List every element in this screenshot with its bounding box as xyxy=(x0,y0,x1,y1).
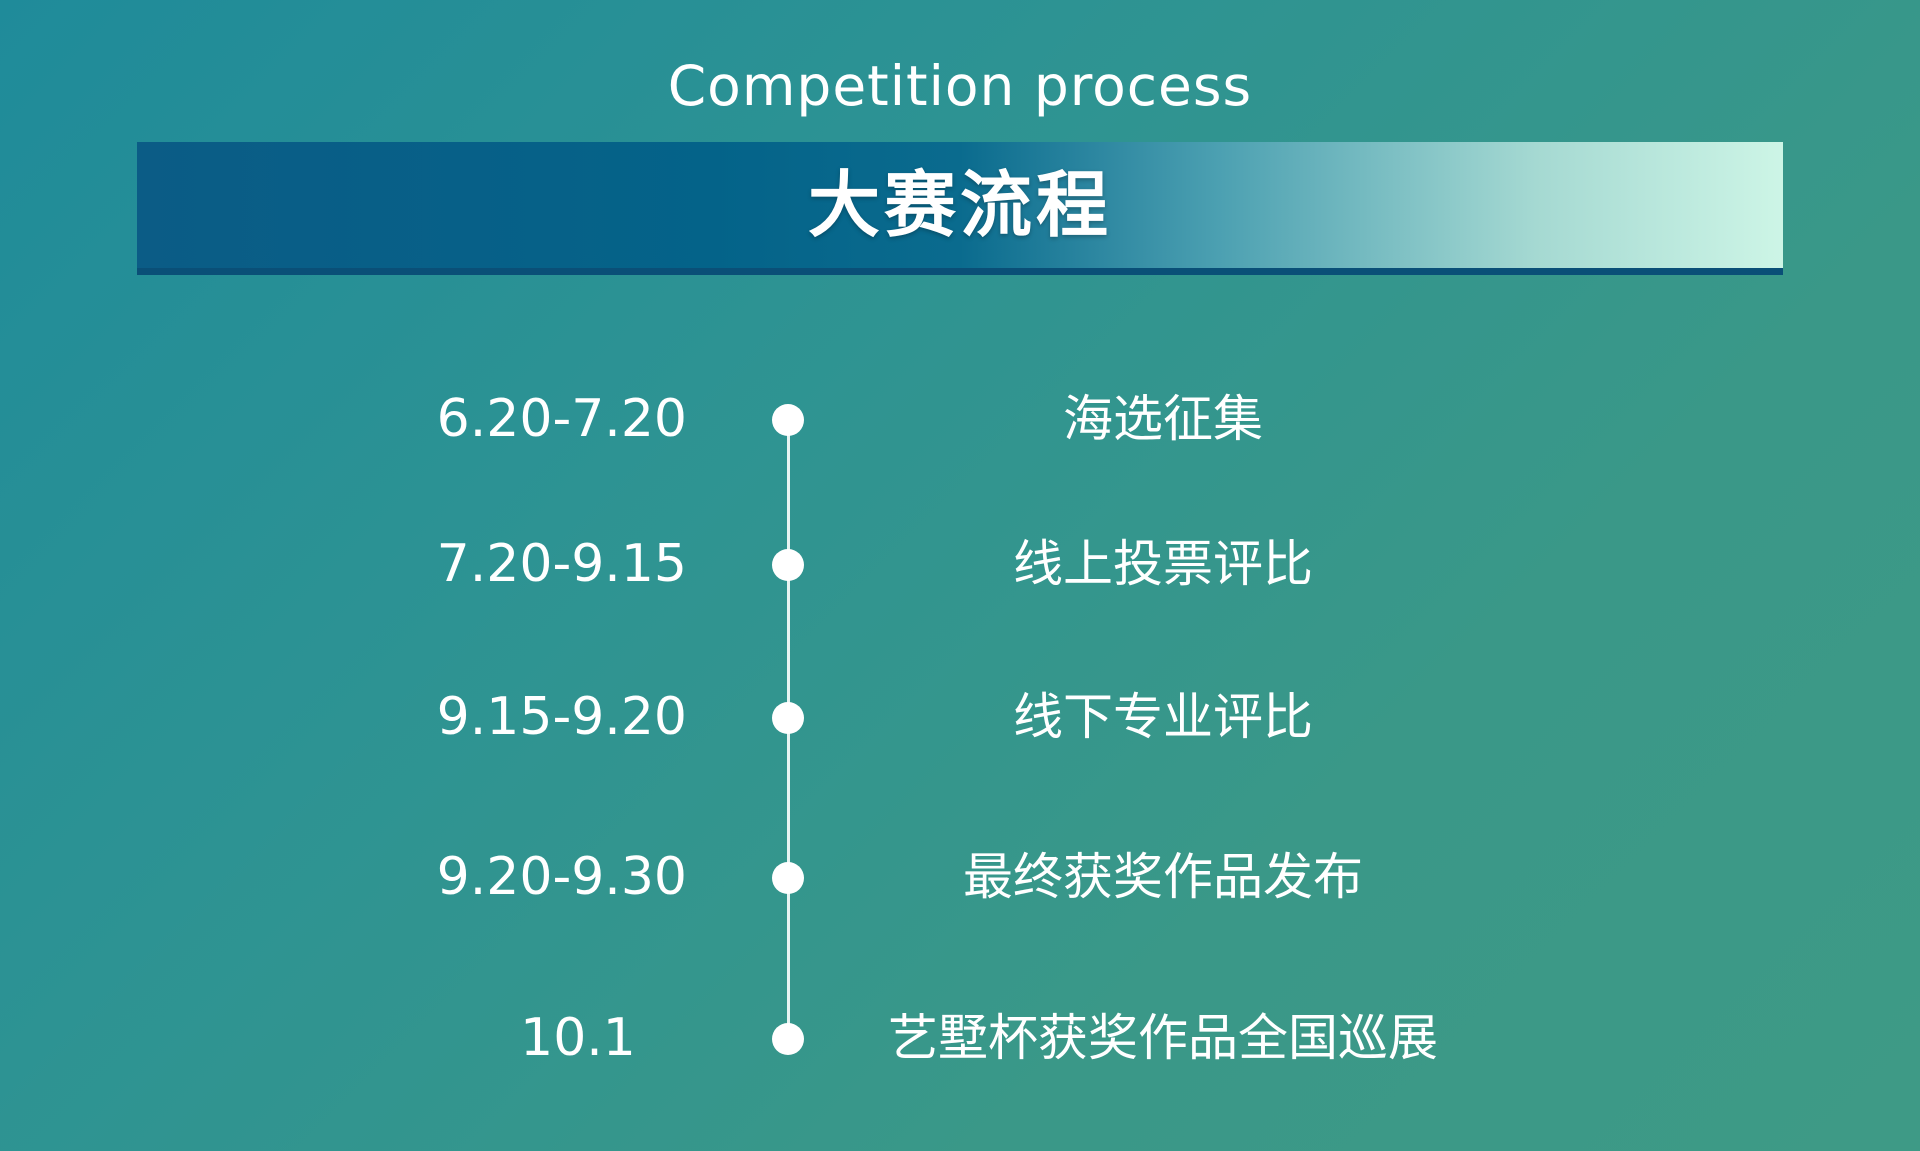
timeline-event-label: 海选征集 xyxy=(1063,390,1263,448)
timeline-event-label: 艺墅杯获奖作品全国巡展 xyxy=(888,1009,1438,1067)
timeline-item: 10.1 艺墅杯获奖作品全国巡展 xyxy=(0,1003,1920,1073)
subtitle: Competition process xyxy=(667,54,1253,118)
timeline-item: 7.20-9.15 线上投票评比 xyxy=(0,529,1920,599)
timeline-dot-icon xyxy=(772,1023,804,1055)
timeline-dot-icon xyxy=(772,404,804,436)
timeline-item: 9.20-9.30 最终获奖作品发布 xyxy=(0,842,1920,912)
timeline-dot-icon xyxy=(772,862,804,894)
timeline-event-label: 线上投票评比 xyxy=(1013,535,1313,593)
timeline-event-label: 最终获奖作品发布 xyxy=(963,848,1363,906)
timeline-event-label: 线下专业评比 xyxy=(1013,688,1313,746)
timeline-dot-icon xyxy=(772,549,804,581)
timeline-dot-icon xyxy=(772,702,804,734)
title-banner: 大赛流程 xyxy=(137,142,1783,275)
timeline-date: 9.15-9.20 xyxy=(436,687,687,747)
timeline-item: 6.20-7.20 海选征集 xyxy=(0,384,1920,454)
timeline-item: 9.15-9.20 线下专业评比 xyxy=(0,682,1920,752)
page-title: 大赛流程 xyxy=(807,163,1112,247)
timeline-date: 10.1 xyxy=(520,1008,636,1068)
timeline-date: 6.20-7.20 xyxy=(436,389,687,449)
timeline-date: 7.20-9.15 xyxy=(436,534,687,594)
timeline-date: 9.20-9.30 xyxy=(436,847,687,907)
